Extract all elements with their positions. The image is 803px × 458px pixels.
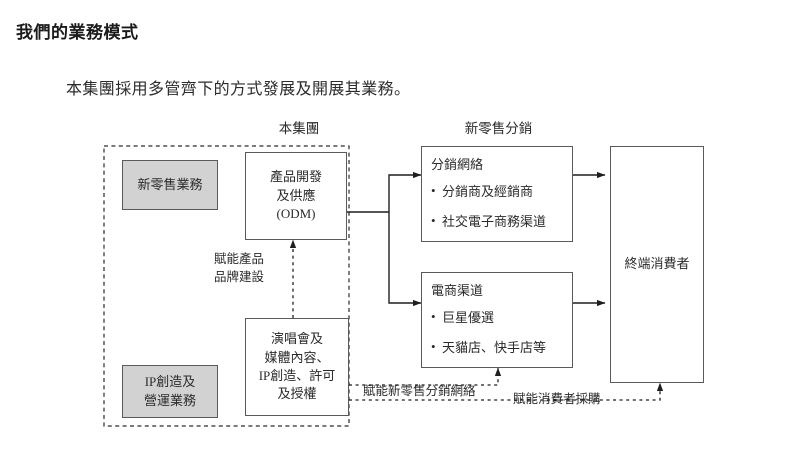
node-media-ip-label-4: 及授權: [277, 386, 317, 402]
edge-label-enable-product-brand-line-2: 品牌建設: [213, 270, 264, 285]
edge-label-enable-consumer-purchase: 賦能消費者採購: [513, 392, 601, 406]
edge-label-enable-product-brand: 賦能產品 品牌建設: [196, 250, 282, 286]
edge-label-enable-new-retail-network: 賦能新零售分銷網絡: [363, 384, 476, 398]
node-end-consumer[interactable]: 終端消費者: [610, 146, 704, 383]
node-distribution-network-title: 分銷網絡: [431, 157, 484, 172]
node-distribution-bullet-2-label: 社交電子商務渠道: [442, 213, 547, 229]
node-media-ip-label-1: 演唱會及: [270, 331, 323, 347]
node-ecommerce-bullet-1: • 巨星優選: [431, 309, 572, 327]
node-ecommerce-bullet-2-label: 天貓店、快手店等: [442, 339, 547, 355]
node-end-consumer-label: 終端消費者: [624, 256, 690, 272]
group-label-new-retail-distribution: 新零售分銷: [464, 121, 533, 136]
node-ip-business[interactable]: IP創造及 營運業務: [122, 365, 218, 418]
edge-odm-to-ecommerce: [388, 212, 422, 307]
node-distribution-network[interactable]: 分銷網絡 • 分銷商及經銷商 • 社交電子商務渠道: [421, 146, 573, 242]
node-distribution-bullet-1-label: 分銷商及經銷商: [442, 184, 534, 200]
node-ecommerce-channel[interactable]: 電商渠道 • 巨星優選 • 天貓店、快手店等: [421, 272, 573, 368]
node-new-retail-business[interactable]: 新零售業務: [122, 160, 218, 210]
intro-paragraph: 本集團採用多管齊下的方式發展及開展其業務。: [66, 81, 411, 98]
node-odm-label-3: (ODM): [276, 206, 316, 222]
node-new-retail-business-label: 新零售業務: [137, 176, 203, 192]
edge-media-to-consumer: [349, 382, 664, 401]
node-distribution-bullet-2: • 社交電子商務渠道: [431, 213, 572, 231]
bullet-dot-icon: •: [431, 309, 436, 325]
node-ip-business-label-2: 營運業務: [143, 392, 196, 408]
node-odm-label-2: 及供應: [276, 187, 316, 203]
node-ecommerce-channel-title: 電商渠道: [431, 283, 484, 298]
edge-label-enable-product-brand-line-1: 賦能產品: [213, 252, 264, 266]
node-odm-label-1: 產品開發: [269, 169, 322, 185]
bullet-dot-icon: •: [431, 183, 436, 199]
node-odm[interactable]: 產品開發 及供應 (ODM): [245, 152, 347, 240]
bullet-dot-icon: •: [431, 212, 436, 228]
page-title: 我們的業務模式: [16, 23, 139, 42]
edge-media-to-ecommerce: [349, 367, 502, 386]
node-distribution-bullet-1: • 分銷商及經銷商: [431, 183, 572, 201]
node-media-ip-label-2: 媒體內容、: [264, 349, 330, 365]
bullet-dot-icon: •: [431, 338, 436, 354]
node-ip-business-label-1: IP創造及: [144, 374, 196, 390]
edge-odm-to-distribution: [388, 171, 422, 212]
node-ecommerce-bullet-1-label: 巨星優選: [442, 310, 495, 326]
node-media-ip-label-3: IP創造、許可: [258, 368, 336, 383]
group-boundary-our-group: [103, 145, 350, 427]
node-media-ip[interactable]: 演唱會及 媒體內容、 IP創造、許可 及授權: [245, 318, 349, 416]
node-ecommerce-bullet-2: • 天貓店、快手店等: [431, 339, 572, 357]
group-label-our-group: 本集團: [278, 121, 320, 136]
